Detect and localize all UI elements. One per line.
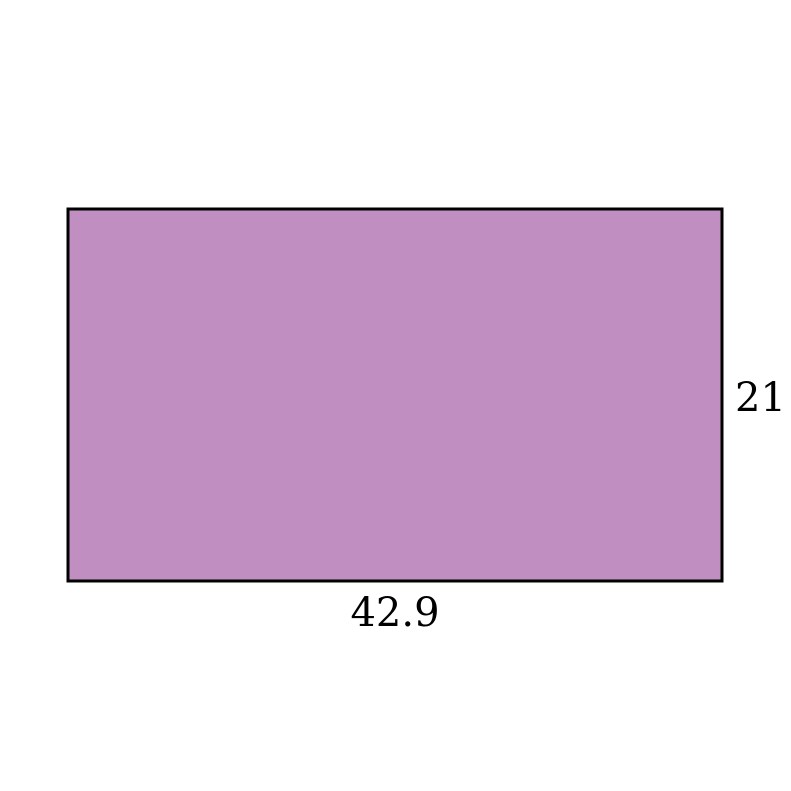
width-label: 42.9 — [350, 590, 439, 636]
rectangle-shape — [66, 207, 724, 583]
height-label: 21 — [735, 375, 786, 421]
